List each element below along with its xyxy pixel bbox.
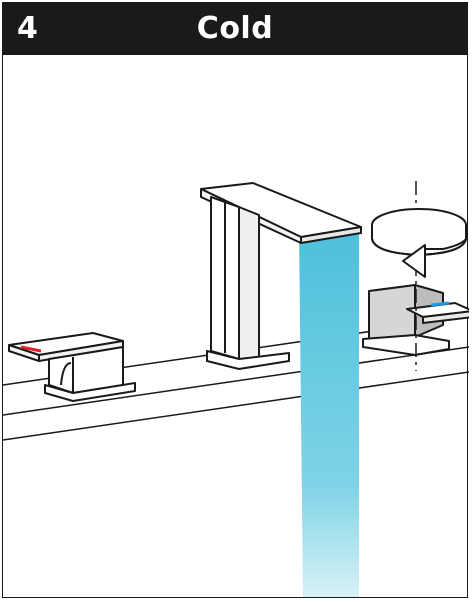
- cold-indicator: [430, 301, 450, 307]
- water-stream: [299, 225, 359, 597]
- faucet-illustration: [3, 181, 469, 597]
- step-title: Cold: [196, 11, 274, 46]
- spout-faucet: [200, 182, 362, 370]
- step-number: 4: [17, 11, 38, 46]
- left-handle-hot: [8, 332, 136, 402]
- rotate-arrow-icon: [371, 208, 467, 278]
- instruction-panel: 4 Cold: [2, 2, 469, 598]
- right-handle-cold: [362, 284, 469, 356]
- step-header: 4 Cold: [3, 3, 467, 55]
- hot-indicator: [20, 345, 42, 353]
